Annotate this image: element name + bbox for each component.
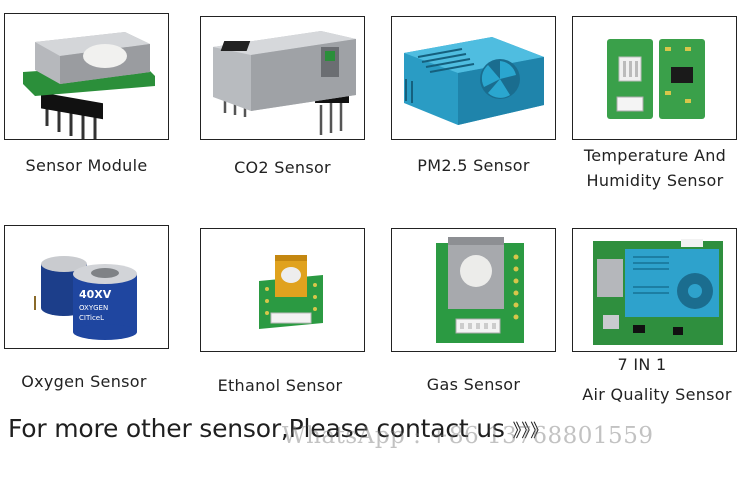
- product-label: Ethanol Sensor: [217, 376, 343, 395]
- ethanol-sensor-icon: [259, 255, 323, 329]
- product-label: Sensor Module: [25, 156, 148, 175]
- product-card-air-quality-sensor[interactable]: [572, 228, 737, 352]
- pm25-sensor-icon: [404, 37, 544, 125]
- product-card-ethanol-sensor[interactable]: [200, 228, 365, 352]
- product-label-line1: Temperature And: [583, 146, 727, 165]
- product-card-pm25-sensor[interactable]: [391, 16, 556, 140]
- product-label: Oxygen Sensor: [21, 372, 147, 391]
- product-card-sensor-module[interactable]: [4, 13, 169, 140]
- whatsapp-watermark: WhatsApp : +86 13768801559: [282, 423, 654, 449]
- product-label-line1: 7 IN 1: [617, 355, 667, 374]
- oxygen-sensor-icon: 40XV OXYGEN CITiceL: [34, 256, 137, 340]
- temperature-humidity-sensor-icon: [607, 39, 705, 119]
- product-label-line2: Humidity Sensor: [586, 171, 724, 190]
- contact-text: For more other sensor,Please contact us: [8, 414, 505, 443]
- product-label: CO2 Sensor: [234, 158, 331, 177]
- product-card-oxygen-sensor[interactable]: 40XV OXYGEN CITiceL: [4, 225, 169, 349]
- oxygen-marking-2: OXYGEN: [79, 304, 108, 312]
- sensor-module-icon: [23, 32, 155, 139]
- oxygen-marking-1: 40XV: [79, 288, 112, 301]
- product-label: Gas Sensor: [426, 375, 521, 394]
- product-card-gas-sensor[interactable]: [391, 228, 556, 352]
- product-label: PM2.5 Sensor: [417, 156, 530, 175]
- product-card-co2-sensor[interactable]: [200, 16, 365, 140]
- air-quality-sensor-icon: [593, 239, 723, 345]
- contact-banner: For more other sensor,Please contact us …: [8, 414, 548, 443]
- gas-sensor-icon: [436, 237, 524, 343]
- product-card-temperature-humidity-sensor[interactable]: [572, 16, 737, 140]
- arrow-right-icon: 》》》: [512, 421, 548, 442]
- co2-sensor-icon: [213, 31, 356, 135]
- product-label-line2: Air Quality Sensor: [582, 385, 732, 404]
- oxygen-marking-3: CITiceL: [79, 314, 104, 322]
